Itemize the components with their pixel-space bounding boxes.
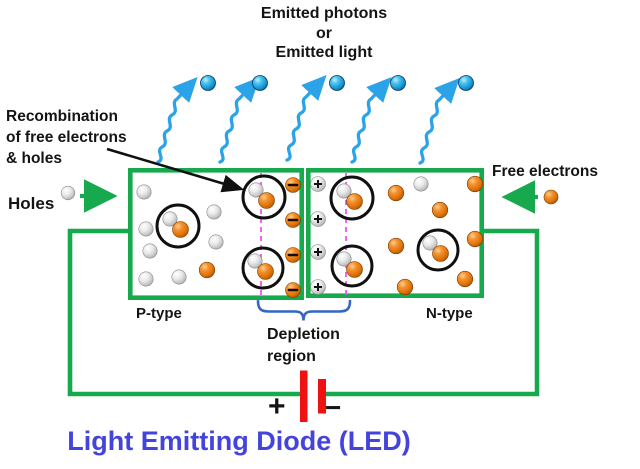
photons-layer [200,75,474,91]
hole-ball [138,271,154,287]
depletion-brace [256,299,352,321]
photon-wavy-arrow [285,74,327,162]
hole-ball [336,183,352,199]
p-type-label: P-type [136,305,182,322]
emitted-photons-line3: Emitted light [275,44,373,61]
hole-ball [247,253,263,269]
recombination-circle [241,246,285,290]
recombination-circle [155,203,201,249]
free-electrons-label: Free electrons [492,163,598,180]
free-electron-ball [346,261,363,278]
depletion-region-label: Depletion region [267,324,340,367]
photon-wavy-arrow [156,76,198,164]
photon-ball [329,75,345,91]
depletion-line1: Depletion [267,326,340,343]
battery-plus-label: + [268,390,286,423]
photon-wavy-arrow [218,76,260,164]
free-electron-ball [432,245,449,262]
recombination-line1: Recombination [6,108,118,125]
hole-ball [336,251,352,267]
photon-arrows-layer [156,74,460,165]
hole-ball [142,243,158,259]
photon-ball [458,75,474,91]
depletion-line2: region [267,347,316,365]
free-electron-ball [466,175,484,193]
hole-ball [206,204,222,220]
recombination-pointer-arrow [106,147,245,193]
hole-ball [162,211,178,227]
emitted-photons-line2: or [316,24,332,42]
battery-minus-label: − [325,392,342,423]
free-electron-ball [346,193,363,210]
battery-positive-plate [300,370,308,422]
free-electron-ball [258,192,275,209]
circuit-wire-right [322,228,540,397]
photon-wavy-arrow [350,76,392,164]
holes-label: Holes [8,194,55,213]
hole-ball [422,235,438,251]
hole-ball [138,221,154,237]
recombination-circle [330,244,374,288]
free-electron-ball [257,263,274,280]
free-electron-ball [543,189,559,205]
free-electron-ball [396,278,414,296]
recombination-circle [329,175,375,221]
battery-negative-plate [318,379,326,414]
recombination-line3: & holes [6,150,62,167]
free-electron-ball [387,184,405,202]
photon-ball [390,75,406,91]
free-electron-ball [387,237,405,255]
hole-ball [208,234,224,250]
photon-ball [200,75,216,91]
emitted-photons-label: Emitted photons or Emitted light [224,4,424,63]
recombination-circle [241,174,287,220]
free-electron-ball [466,230,484,248]
particles-layer [60,174,559,298]
hole-ball [171,269,187,285]
n-type-label: N-type [426,305,473,322]
free-electron-ball [431,201,449,219]
free-electron-ball [198,261,216,279]
emitted-photons-line1: Emitted photons [260,5,388,22]
free-electron-ball [172,221,189,238]
photon-wavy-arrow [418,77,460,165]
free-electron-ball [456,270,474,288]
recombination-label: Recombination of free electrons & holes [6,106,127,169]
photon-ball [252,75,268,91]
hole-ball [136,184,152,200]
recombination-line2: of free electrons [6,129,127,146]
hole-ball [60,185,76,201]
hole-ball [248,182,264,198]
page-title: Light Emitting Diode (LED) [67,426,411,456]
circuit-wire-left [67,228,301,397]
p-type-box [128,168,304,301]
recombination-circle [416,228,460,272]
hole-ball [413,176,429,192]
